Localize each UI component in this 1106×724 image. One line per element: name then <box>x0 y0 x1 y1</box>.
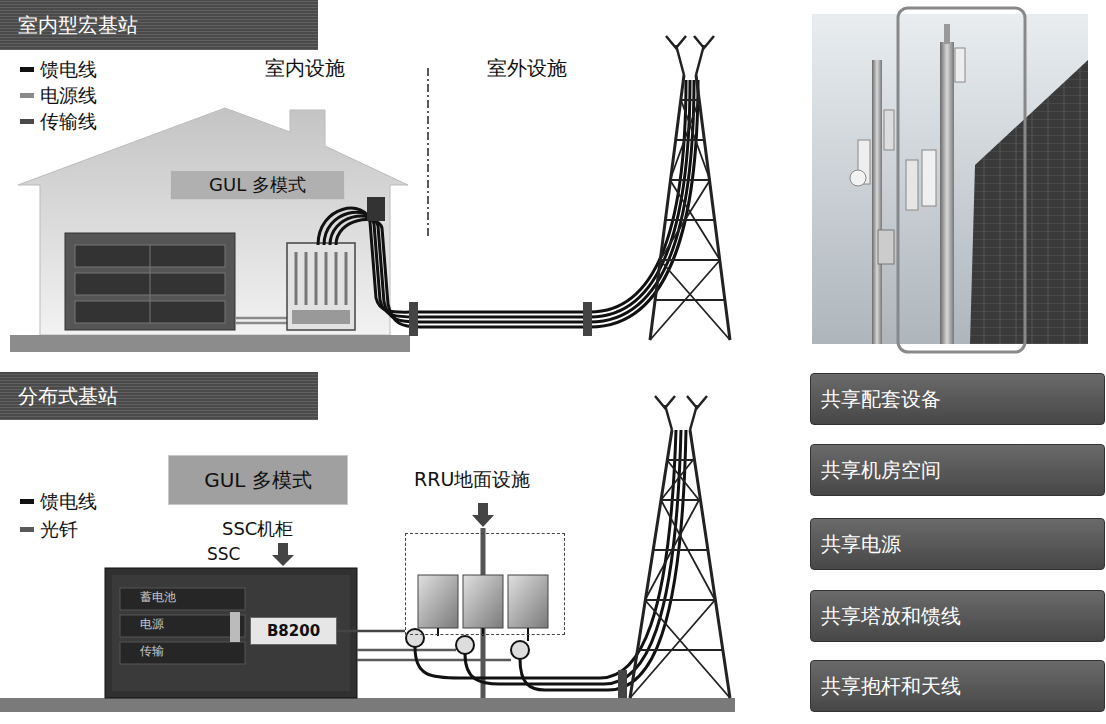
connector-ring <box>511 641 529 659</box>
rack-shelf <box>120 588 245 610</box>
share-box: 共享电源 <box>810 518 1105 570</box>
legend-swatch <box>20 67 34 72</box>
rack-shelf <box>120 642 245 664</box>
share-box: 共享配套设备 <box>810 373 1105 425</box>
ground-slab <box>10 335 410 352</box>
pole-tip <box>944 24 950 44</box>
cabinet-base <box>292 310 350 324</box>
rru-unit <box>418 575 458 628</box>
node-text: 共享电源 <box>821 532 901 556</box>
cable-clamp <box>618 670 627 698</box>
cable-clamp <box>583 302 592 336</box>
ground-slab <box>0 698 735 712</box>
node-text: SSC <box>207 544 240 564</box>
equipment-cabinet <box>287 243 355 330</box>
arrow-down <box>272 543 294 566</box>
power-wire <box>235 318 287 323</box>
legend-swatch <box>20 499 34 504</box>
arrow-down <box>472 503 494 527</box>
antenna-panel <box>955 48 965 82</box>
rack-divider <box>150 245 151 323</box>
node-text: 共享配套设备 <box>821 387 941 411</box>
node-text: 室内型宏基站 <box>18 13 138 37</box>
node-text: GUL 多模式 <box>204 468 312 492</box>
legend-text: 传输线 <box>40 110 97 133</box>
feeder-cables <box>415 430 686 690</box>
node-text: B8200 <box>267 622 320 640</box>
rru-group: RRU地面设施 <box>405 533 565 635</box>
connector-ring <box>406 629 424 647</box>
node-text: 共享抱杆和天线 <box>821 674 961 698</box>
legend-swatch <box>20 119 34 124</box>
legend-text: 电源线 <box>40 84 97 107</box>
node-text: GUL 多模式 <box>209 174 306 196</box>
rru-unit <box>878 230 894 264</box>
legend-text: 馈电线 <box>40 490 97 513</box>
share-box: 共享机房空间 <box>810 444 1105 496</box>
antenna-panel <box>922 150 936 206</box>
ssc-cabinet <box>105 568 357 698</box>
node-text: 共享塔放和馈线 <box>821 604 961 628</box>
lattice-tower <box>650 36 730 340</box>
label-text: 蓄电池 <box>140 590 176 604</box>
mode-box: GUL 多模式 <box>168 455 348 505</box>
legend-text: 馈电线 <box>40 58 97 81</box>
node-text: 分布式基站 <box>18 384 118 408</box>
cabinet-frame <box>112 575 350 691</box>
lattice-tower <box>630 396 730 698</box>
rack-cabinet <box>65 233 235 330</box>
board-slots <box>296 252 346 305</box>
legend-item: 光钎 <box>20 518 78 541</box>
share-box: 共享抱杆和天线 <box>810 660 1105 712</box>
cable-connector <box>337 630 405 633</box>
cable-clamp <box>409 302 418 336</box>
legend-item: 馈电线 <box>20 490 97 513</box>
title-band: 分布式基站 <box>0 372 318 420</box>
legend-swatch <box>20 93 34 98</box>
legend-item: 馈电线 <box>20 58 97 81</box>
breaker <box>230 612 240 642</box>
house <box>18 108 408 335</box>
building-wall <box>970 60 1088 344</box>
rru-unit <box>463 575 503 628</box>
node-text: 共享机房空间 <box>821 458 941 482</box>
highlight-frame <box>898 8 1025 352</box>
feeder-cables <box>318 80 698 327</box>
antenna-pole <box>872 60 882 344</box>
antenna-panel <box>884 110 894 150</box>
bbu-box: B8200 <box>250 617 337 645</box>
rack-shelf <box>120 615 245 637</box>
divider-line <box>427 68 429 238</box>
legend-item: 电源线 <box>20 84 97 107</box>
title-band: 室内型宏基站 <box>0 0 318 50</box>
label-text: SSC机柜 <box>222 518 293 540</box>
microwave-dish <box>850 170 866 186</box>
node-text: RRU地面设施 <box>414 468 530 491</box>
ssc-cabinet: SSCB8200 <box>105 568 357 698</box>
site-photo <box>812 14 1088 344</box>
label-text: 室内设施 <box>265 56 345 80</box>
rru-unit <box>508 575 548 628</box>
label-text: 传输 <box>140 644 164 658</box>
antenna-pole <box>940 42 954 344</box>
label-text: 电源 <box>140 617 164 631</box>
mode-box: GUL 多模式 <box>170 170 345 200</box>
legend-text: 光钎 <box>40 518 78 541</box>
legend-swatch <box>20 527 34 532</box>
share-box: 共享塔放和馈线 <box>810 590 1105 642</box>
antenna-panel <box>906 160 918 210</box>
legend-item: 传输线 <box>20 110 97 133</box>
fiber-lines <box>357 650 511 660</box>
wall-clamp <box>367 197 385 221</box>
label-text: 室外设施 <box>487 56 567 80</box>
connector-ring <box>456 636 474 654</box>
